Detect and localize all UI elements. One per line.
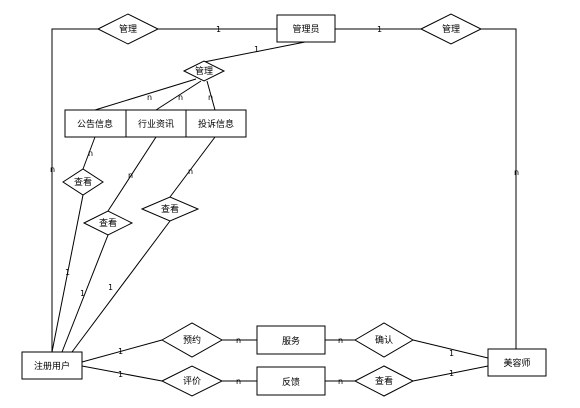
entity-service[interactable]: 服务 bbox=[256, 325, 326, 355]
connector-news-view bbox=[107, 136, 157, 212]
relation-view-complaint-label: 查看 bbox=[161, 203, 179, 215]
relation-confirm-label: 确认 bbox=[375, 334, 393, 346]
card-beautician-view: 1 bbox=[449, 369, 454, 378]
relation-view-news[interactable]: 查看 bbox=[82, 210, 134, 236]
entity-admin-label: 管理员 bbox=[292, 23, 319, 35]
entity-announcement-label: 公告信息 bbox=[77, 118, 113, 130]
card-service-reserve: n bbox=[236, 336, 241, 345]
entity-announcement[interactable]: 公告信息 bbox=[64, 109, 127, 138]
entity-admin[interactable]: 管理员 bbox=[276, 14, 336, 43]
relation-manage-info[interactable]: 管理 bbox=[182, 60, 226, 82]
card-user-view3: 1 bbox=[108, 283, 113, 292]
card-user-reserve: 1 bbox=[118, 347, 123, 356]
card-complaint-view: n bbox=[188, 167, 193, 176]
connector-admin-manage-info bbox=[203, 41, 306, 63]
connector-announcement-view bbox=[82, 136, 96, 170]
card-admin-right: 1 bbox=[377, 25, 382, 34]
relation-view-announcement[interactable]: 查看 bbox=[62, 168, 104, 196]
card-user-manage: n bbox=[50, 165, 55, 174]
connector-user-evaluate bbox=[81, 365, 163, 382]
relation-manage-right[interactable]: 管理 bbox=[419, 13, 483, 45]
connector-view1-user bbox=[51, 194, 84, 353]
cardinality-labels: 1 1 1 n n n n n n n n 1 1 1 1 1 n n n n … bbox=[50, 25, 519, 386]
entity-industry-news-label: 行业资讯 bbox=[138, 118, 174, 130]
entity-complaint-label: 投诉信息 bbox=[198, 118, 234, 130]
connectors bbox=[51, 28, 517, 382]
relation-view-feedback-label: 查看 bbox=[375, 375, 393, 387]
connector-view2-user bbox=[61, 234, 109, 353]
connector-manage-complaint bbox=[206, 80, 216, 111]
entity-beautician-label: 美容师 bbox=[503, 357, 530, 369]
entity-registered-user[interactable]: 注册用户 bbox=[21, 351, 83, 380]
relation-manage-left-label: 管理 bbox=[119, 23, 137, 35]
entity-service-label: 服务 bbox=[282, 335, 300, 347]
connector-manage-announcement bbox=[94, 78, 197, 111]
entity-feedback-label: 反馈 bbox=[282, 376, 300, 388]
relation-view-feedback[interactable]: 查看 bbox=[353, 365, 415, 397]
connector-user-manage-left bbox=[51, 28, 98, 352]
entity-beautician[interactable]: 美容师 bbox=[487, 348, 547, 377]
relation-evaluate[interactable]: 评价 bbox=[160, 365, 224, 397]
card-user-view2: 1 bbox=[80, 289, 85, 298]
card-announcement-view: n bbox=[88, 149, 93, 158]
card-user-view1: 1 bbox=[65, 268, 70, 277]
connector-view-beautician bbox=[412, 365, 489, 382]
card-announcement-manage: n bbox=[147, 93, 152, 102]
connector-manage-news bbox=[155, 80, 202, 111]
card-beautician-confirm: 1 bbox=[449, 349, 454, 358]
relation-manage-info-label: 管理 bbox=[195, 65, 213, 77]
card-news-manage: n bbox=[178, 93, 183, 102]
relation-view-complaint[interactable]: 查看 bbox=[140, 196, 200, 222]
relation-reserve-label: 预约 bbox=[183, 334, 201, 346]
card-feedback-evaluate: n bbox=[236, 377, 241, 386]
relation-manage-right-label: 管理 bbox=[442, 23, 460, 35]
card-user-evaluate: 1 bbox=[118, 370, 123, 379]
relation-view-announcement-label: 查看 bbox=[74, 176, 92, 188]
relation-manage-left[interactable]: 管理 bbox=[96, 13, 160, 45]
card-beautician-manage: n bbox=[514, 168, 519, 177]
card-complaint-manage: n bbox=[208, 93, 213, 102]
connector-view3-user bbox=[71, 220, 171, 353]
connector-complaint-view bbox=[169, 136, 216, 198]
relation-confirm[interactable]: 确认 bbox=[354, 322, 414, 358]
card-news-view: n bbox=[128, 171, 133, 180]
entity-feedback[interactable]: 反馈 bbox=[256, 366, 326, 396]
connector-manage-right-beautician bbox=[481, 28, 517, 349]
relation-evaluate-label: 评价 bbox=[183, 376, 201, 387]
card-admin-info: 1 bbox=[254, 45, 259, 54]
card-feedback-view: n bbox=[338, 377, 343, 386]
entity-complaint[interactable]: 投诉信息 bbox=[185, 109, 247, 138]
entity-registered-user-label: 注册用户 bbox=[34, 360, 70, 372]
connector-user-reserve bbox=[81, 339, 163, 363]
connector-confirm-beautician bbox=[412, 339, 489, 359]
card-admin-left: 1 bbox=[216, 25, 221, 34]
relation-view-news-label: 查看 bbox=[99, 217, 117, 229]
entity-industry-news[interactable]: 行业资讯 bbox=[125, 109, 187, 138]
card-service-confirm: n bbox=[338, 336, 343, 345]
relation-reserve[interactable]: 预约 bbox=[160, 322, 224, 358]
